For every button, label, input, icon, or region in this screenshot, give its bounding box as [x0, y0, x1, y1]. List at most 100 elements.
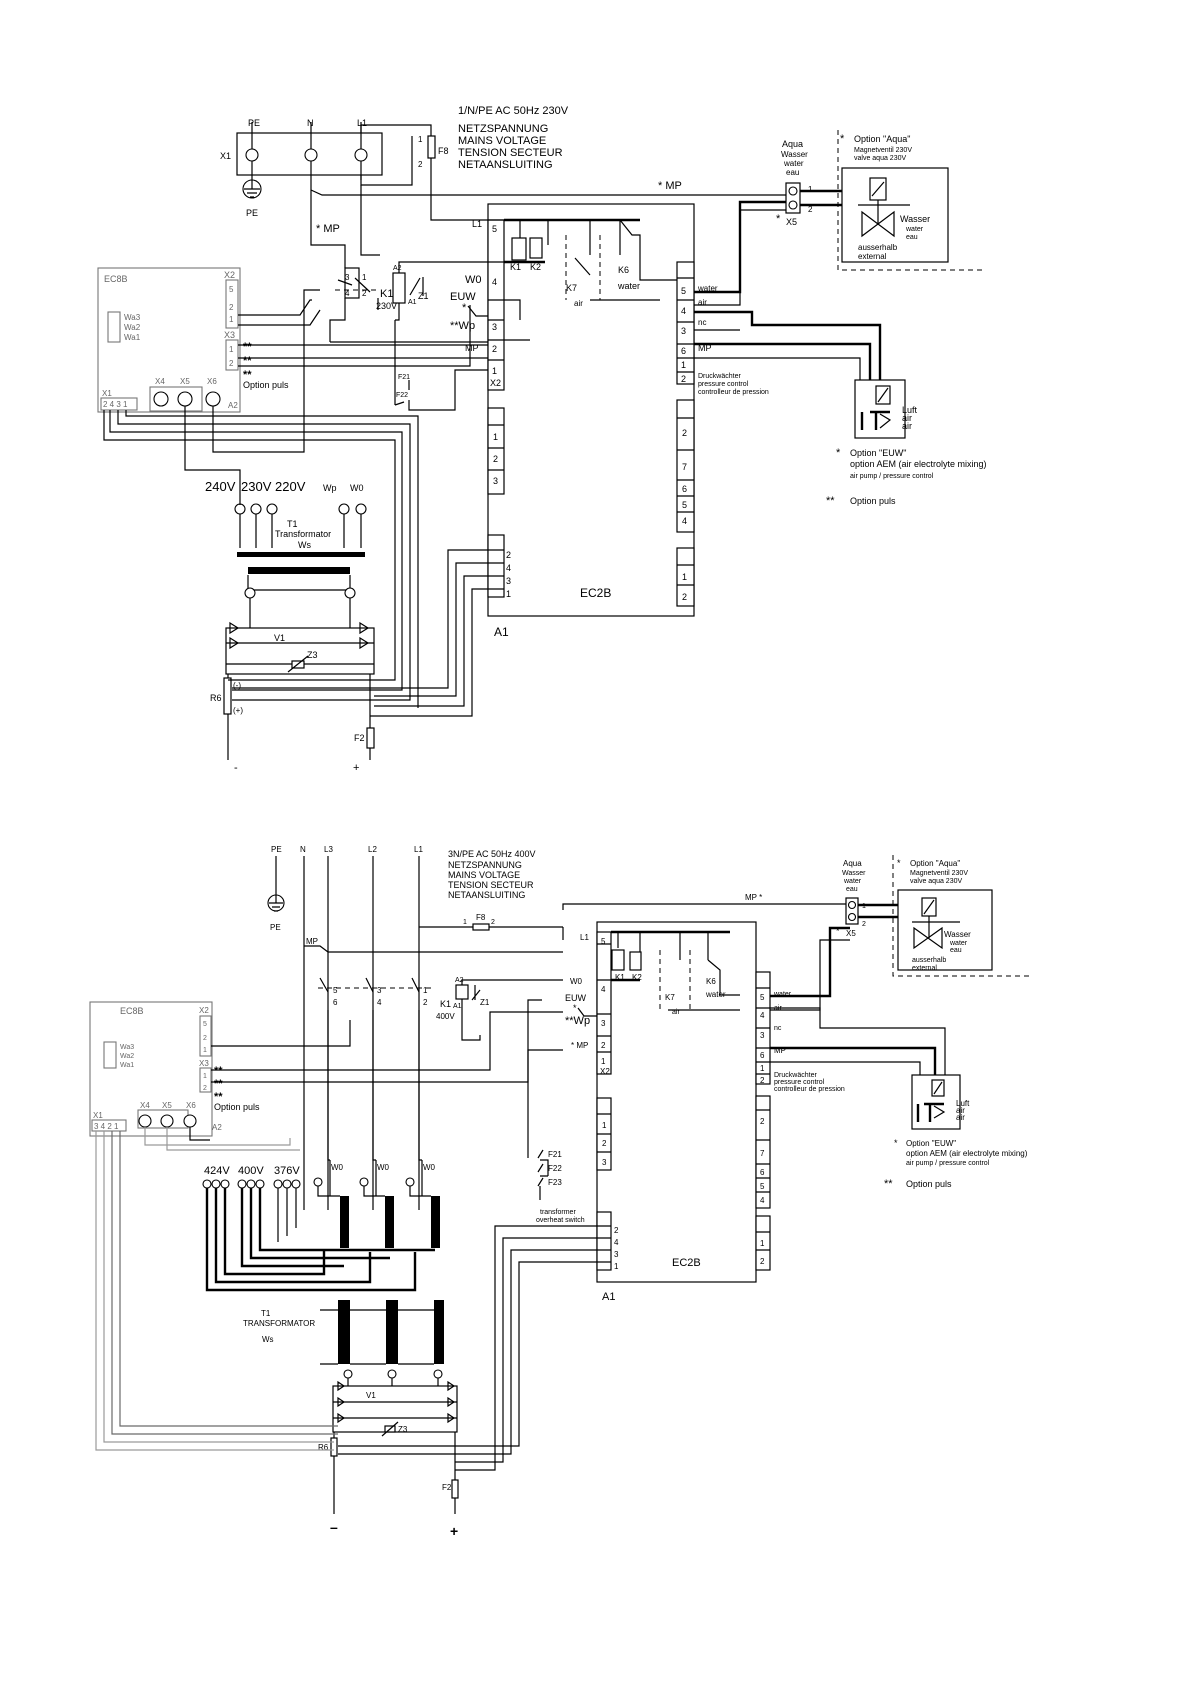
pin-label: 6: [681, 346, 686, 356]
pin-label: 6: [760, 1051, 765, 1060]
switch-label: F23: [548, 1178, 562, 1187]
pin-label: 2: [418, 160, 423, 169]
air-label: air: [902, 421, 912, 431]
relay-label: 400V: [436, 1012, 455, 1021]
pin-label: A1: [453, 1003, 462, 1010]
pressure-label: Druckwächter: [774, 1072, 817, 1079]
switch-label: Wa2: [120, 1053, 134, 1060]
pin-label: 5: [229, 285, 234, 294]
tap-terminals: [202, 1177, 415, 1189]
switch-label: Wa3: [124, 313, 141, 322]
pressure-label: pressure control: [774, 1079, 825, 1086]
pin-label: 5: [203, 1021, 207, 1028]
air-pump-icon: [916, 1079, 946, 1122]
fuse-label: F2: [442, 1483, 452, 1492]
connector-label: X5: [180, 377, 190, 386]
pin-label: 4: [682, 516, 687, 526]
pin-label: 3: [681, 326, 686, 336]
legend-label: Option "EUW": [906, 1139, 956, 1148]
k1-relay: [392, 272, 406, 304]
tap-label: W0: [350, 483, 364, 493]
component-label: R6: [210, 693, 222, 703]
connector-label: X1: [93, 1111, 103, 1120]
terminal-label: PE: [270, 923, 281, 932]
relay-k1: [511, 237, 527, 261]
module-label: A2: [228, 401, 238, 410]
polarity-label: (+): [233, 706, 243, 715]
pin-label: 2 4 3 1: [103, 400, 128, 409]
option-label: valve aqua 230V: [910, 878, 962, 885]
pin-label: 2: [506, 550, 511, 560]
pin-label: 2: [682, 592, 687, 602]
pin-label: 6: [760, 1168, 765, 1177]
connector-label: X5: [846, 929, 856, 938]
diagram-230v: 1/N/PE AC 50Hz 230V NETZSPANNUNG MAINS V…: [97, 105, 987, 774]
component-label: V1: [366, 1391, 376, 1400]
module-title: EC2B: [672, 1257, 701, 1269]
pin-label: L1: [472, 219, 482, 229]
module-title: EC2B: [580, 586, 611, 600]
pin-label: 1: [463, 919, 467, 926]
pin-label: 1: [760, 1064, 765, 1073]
module-title: EC8B: [120, 1006, 144, 1016]
connector-label: X2: [490, 378, 501, 388]
transformer-label: Ws: [298, 540, 311, 550]
option-star: *: [894, 1138, 898, 1148]
option-star: **: [214, 1065, 223, 1077]
pin-label: 4: [760, 1196, 765, 1205]
component-label: Z3: [307, 650, 318, 660]
relay-label: air: [574, 299, 583, 308]
pin-label: A1: [408, 299, 417, 306]
mains-label: NETZSPANNUNG: [448, 860, 522, 870]
pin-label: 6: [682, 484, 687, 494]
option-star: **: [214, 1091, 223, 1103]
relay-label: K1: [440, 999, 451, 1009]
pin-name: air: [698, 298, 707, 307]
fuse-f2: [366, 727, 375, 749]
pin-label: 2: [614, 1226, 619, 1235]
legend-label: air pump / pressure control: [850, 473, 934, 480]
pressure-label: controlleur de pression: [698, 389, 769, 396]
tap-label: Wp: [323, 483, 337, 493]
pin-label: 5: [492, 224, 497, 234]
pin-label: A2: [455, 977, 464, 984]
option-label: valve aqua 230V: [854, 155, 906, 162]
pressure-label: controlleur de pression: [774, 1086, 845, 1093]
pin-label: 5: [760, 1182, 765, 1191]
option-star: **: [884, 1178, 893, 1190]
air-label: Luft: [902, 405, 918, 415]
pin-name: MP: [774, 1046, 786, 1055]
pin-label: 1: [492, 366, 497, 376]
connector-label: X2: [600, 1067, 610, 1076]
pin-label: 5: [760, 993, 765, 1002]
component-label: Z1: [418, 291, 429, 301]
pin-label: 3: [760, 1031, 765, 1040]
pin-label: 1: [808, 185, 813, 194]
ec2b-controller: [487, 203, 695, 617]
pin-label: 2: [601, 1041, 606, 1050]
pin-label: 2: [602, 1139, 607, 1148]
valve-label: Wasser: [900, 214, 930, 224]
terminal-screw: [245, 148, 259, 162]
polarity-label: (-): [233, 681, 241, 690]
switch-label: F21: [398, 374, 410, 381]
pin-label: 2: [229, 359, 234, 368]
option-star: **: [214, 1078, 223, 1090]
switch-label: Wa3: [120, 1044, 134, 1051]
euw-label: EUW: [565, 993, 587, 1003]
fuse-label: F2: [354, 733, 365, 743]
transformer-label: T1: [261, 1309, 271, 1318]
fuse-f8: [472, 923, 490, 931]
pin-label: 1: [682, 572, 687, 582]
transformer-label: Ws: [262, 1335, 274, 1344]
supply-label: 1/N/PE AC 50Hz 230V: [458, 105, 569, 117]
air-label: Luft: [956, 1099, 970, 1108]
mains-label: MAINS VOLTAGE: [448, 870, 520, 880]
option-star: *: [897, 858, 901, 868]
aqua-valve-box: [841, 167, 949, 263]
ground-icon: [242, 179, 262, 199]
relay-label: water: [705, 990, 726, 999]
switch-label: Wa1: [120, 1062, 134, 1069]
pin-label: 7: [682, 462, 687, 472]
